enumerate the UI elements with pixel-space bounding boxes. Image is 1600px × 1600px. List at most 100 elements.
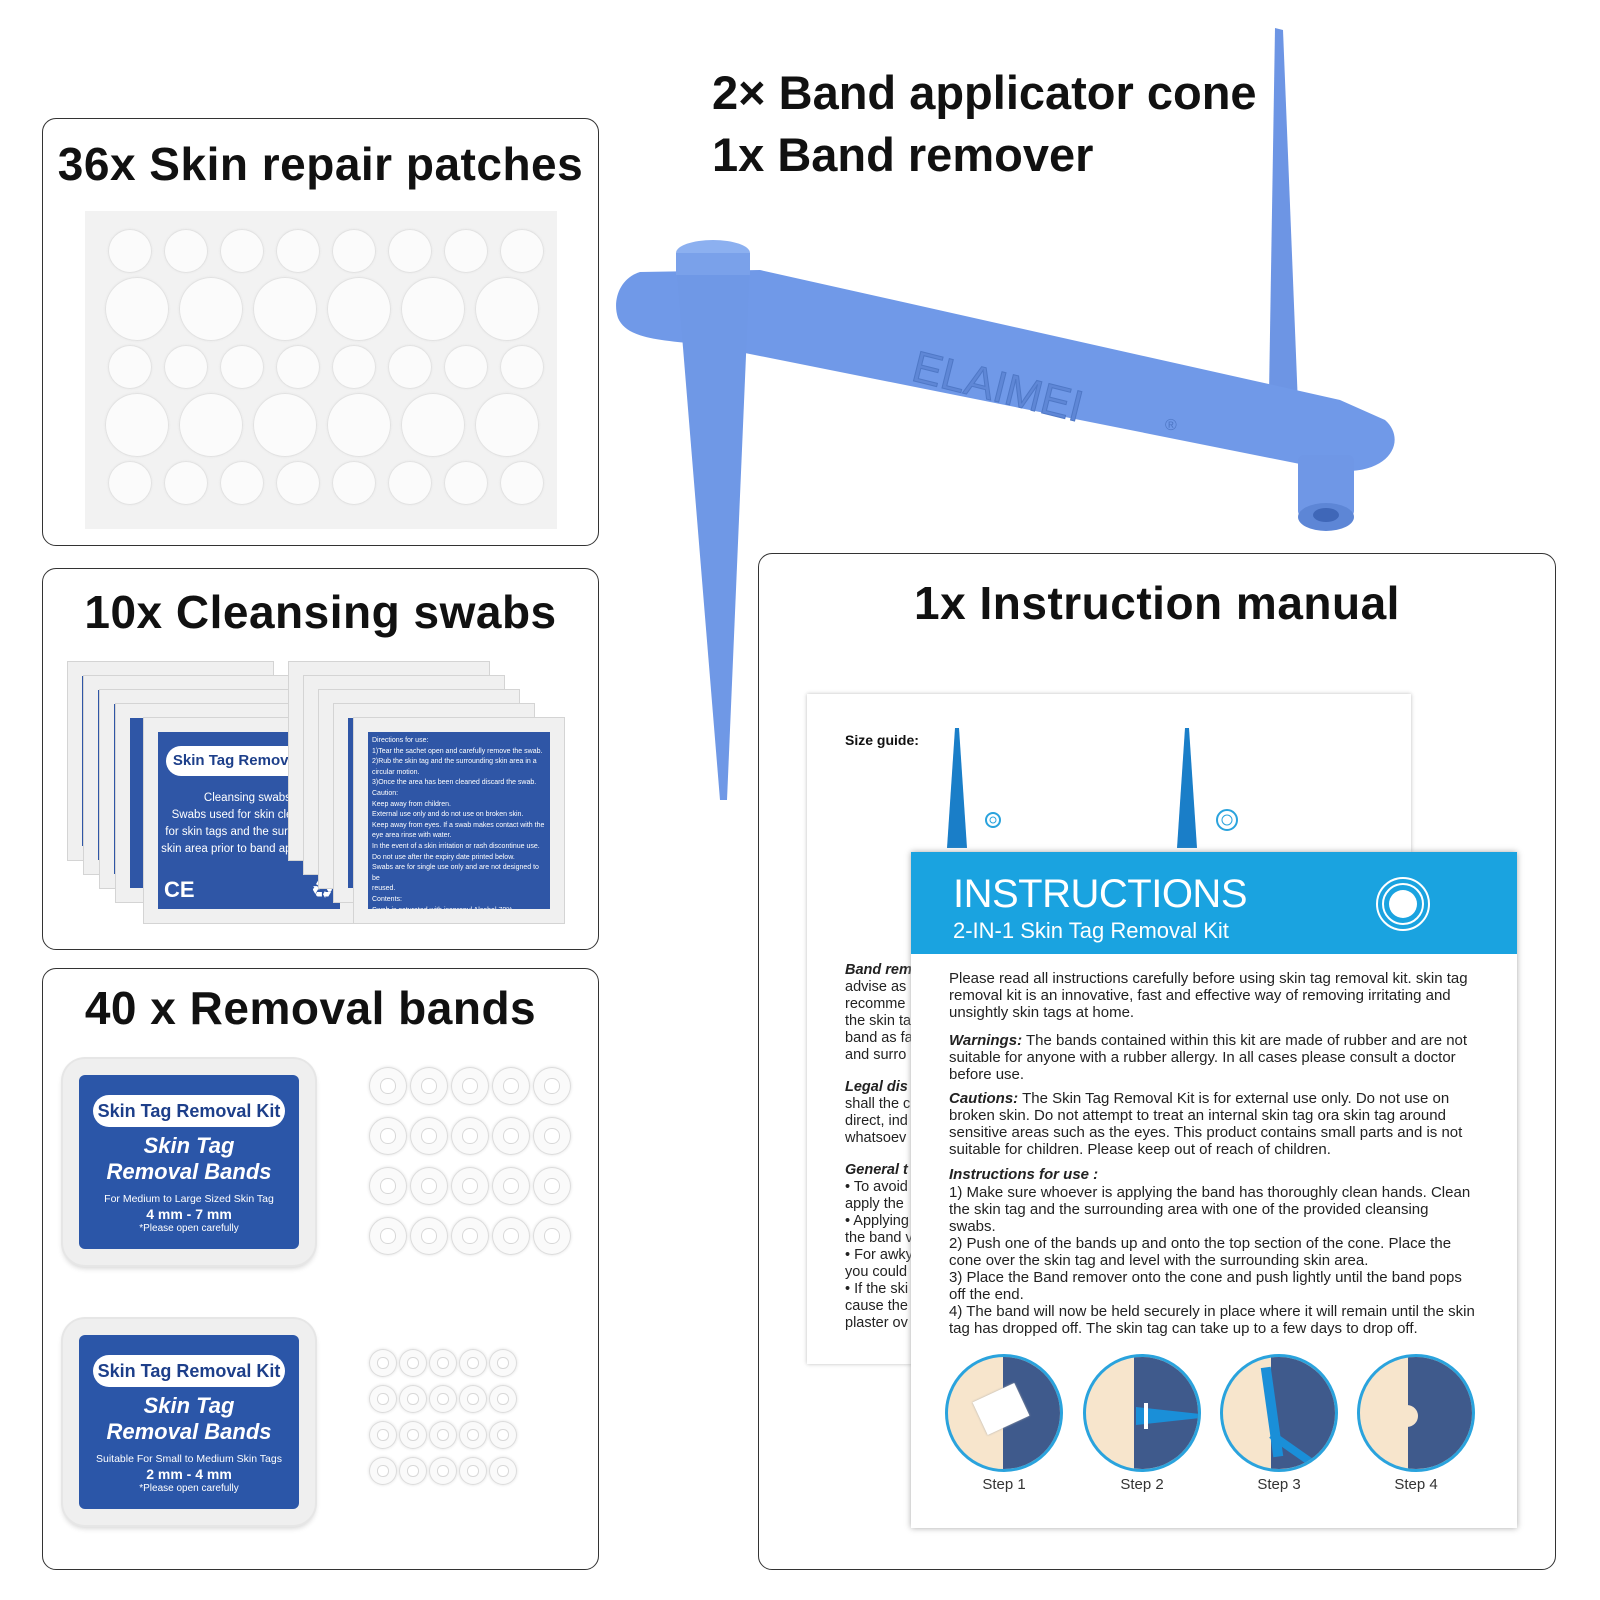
skin-patch [500, 461, 544, 505]
skin-patch [388, 345, 432, 389]
skin-patch [108, 461, 152, 505]
removal-band [429, 1385, 457, 1413]
tools-line-1: 2× Band applicator cone [712, 66, 1257, 119]
swab-desc-1: Cleansing swabs. [203, 792, 295, 804]
warnings-paragraph: Warnings: The bands contained within thi… [949, 1032, 1479, 1083]
skin-patch [327, 393, 391, 457]
use-heading: Instructions for use : [949, 1166, 1099, 1183]
use-step-4: 4) The band will now be held securely in… [949, 1303, 1475, 1337]
manual-title: 1x Instruction manual [914, 577, 1400, 629]
skin-patch [220, 229, 264, 273]
applicator-tool-illustration: ELAIMEI ® [616, 28, 1395, 800]
swab-back-line: 2)Rub the skin tag and the surrounding s… [372, 758, 537, 766]
step-2-illustration [1083, 1354, 1201, 1472]
swab-back-line: eye area rinse with water. [372, 832, 452, 840]
band-box-note: *Please open carefully [139, 1483, 239, 1494]
tools-line-2: 1x Band remover [712, 128, 1094, 181]
step-3-illustration [1220, 1354, 1338, 1472]
cautions-head: Cautions: [949, 1090, 1019, 1107]
use-step-2: 2) Push one of the bands up and onto the… [949, 1235, 1452, 1269]
removal-band [451, 1167, 489, 1205]
manual-back-line: advise as [845, 979, 907, 995]
skin-patch [332, 345, 376, 389]
manual-back-line: • To avoid [845, 1179, 908, 1195]
swabs-panel: 10x Cleansing swabs Skin Tag Removal Kit… [42, 568, 599, 950]
removal-band [429, 1421, 457, 1449]
swab-back-line: Contents: [372, 895, 402, 903]
manual-back-line: cause the [845, 1298, 908, 1314]
swab-back-line: reused. [372, 885, 396, 893]
cautions-paragraph: Cautions: The Skin Tag Removal Kit is fo… [949, 1090, 1479, 1158]
removal-band [533, 1117, 571, 1155]
skin-patch [276, 229, 320, 273]
skin-patch [444, 345, 488, 389]
removal-band [369, 1349, 397, 1377]
manual-back-line: band as fa [845, 1030, 913, 1046]
band-box-sub: Suitable For Small to Medium Skin Tags [96, 1453, 282, 1465]
swab-back-line: Swabs are for single use only and are no… [372, 864, 539, 882]
concentric-rings-icon [1376, 877, 1430, 931]
size-guide-label: Size guide: [845, 732, 919, 748]
removal-band [399, 1421, 427, 1449]
skin-patch [332, 229, 376, 273]
manual-front-page: INSTRUCTIONS 2-IN-1 Skin Tag Removal Kit… [911, 852, 1517, 1528]
band-box-small: Skin Tag Removal Kit Skin Tag Removal Ba… [63, 1319, 315, 1525]
manual-back-line: you could [845, 1264, 908, 1280]
warnings-head: Warnings: [949, 1032, 1023, 1049]
step-1-label: Step 1 [982, 1476, 1026, 1493]
size-guide-cones [947, 728, 1238, 848]
band-box-size: 2 mm - 4 mm [146, 1466, 232, 1482]
manual-back-line: Legal dis [845, 1079, 908, 1095]
manual-back-line: whatsoev [845, 1130, 907, 1146]
skin-patch [500, 345, 544, 389]
swab-back-line: Swab is saturated with isopropyl Alcohol… [372, 906, 546, 910]
step-2-label: Step 2 [1120, 1476, 1164, 1493]
removal-band [489, 1421, 517, 1449]
swab-back-line: Directions for use: [372, 737, 429, 744]
warnings-text: The bands contained within this kit are … [949, 1032, 1468, 1083]
instructions-heading: INSTRUCTIONS [953, 872, 1248, 916]
skin-patch [108, 229, 152, 273]
manual-back-line: • If the ski [845, 1281, 909, 1297]
swab-back-line: Caution: [372, 789, 399, 797]
use-step-1: 1) Make sure whoever is applying the ban… [949, 1184, 1471, 1235]
manual-back-line: the band v [845, 1230, 913, 1246]
swabs-title: 10x Cleansing swabs [84, 586, 557, 638]
skin-patch [475, 277, 539, 341]
bands-panel: 40 x Removal bands Skin Tag Removal Kit … [42, 968, 599, 1570]
cautions-text: The Skin Tag Removal Kit is for external… [949, 1090, 1463, 1158]
removal-band [369, 1421, 397, 1449]
removal-band [399, 1385, 427, 1413]
skin-patch [108, 345, 152, 389]
bands-title: 40 x Removal bands [84, 982, 537, 1034]
removal-band [459, 1349, 487, 1377]
removal-band [489, 1385, 517, 1413]
band-box-note: *Please open carefully [139, 1223, 239, 1234]
swab-back-line: 1)Tear the sachet open and carefully rem… [372, 747, 543, 755]
removal-band [451, 1067, 489, 1105]
skin-patch [179, 393, 243, 457]
skin-patch [388, 461, 432, 505]
removal-band [429, 1349, 457, 1377]
removal-band [369, 1385, 397, 1413]
kit-label: Skin Tag Removal Kit [93, 1355, 285, 1387]
patches-panel: 36x Skin repair patches [42, 118, 599, 546]
patches-title: 36x Skin repair patches [57, 138, 584, 190]
removal-band [369, 1117, 407, 1155]
skin-patch [164, 345, 208, 389]
removal-band [410, 1217, 448, 1255]
skin-patch [444, 229, 488, 273]
removal-band [459, 1385, 487, 1413]
band-box-title-2: Removal Bands [106, 1419, 272, 1444]
removal-band [533, 1067, 571, 1105]
step-4-illustration [1357, 1354, 1475, 1472]
removal-band [399, 1457, 427, 1485]
removal-band [410, 1167, 448, 1205]
instructions-subheading: 2-IN-1 Skin Tag Removal Kit [953, 918, 1229, 943]
left-cone [676, 262, 750, 800]
removal-band [492, 1067, 530, 1105]
swab-back-line: In the event of a skin irritation or ras… [372, 842, 540, 850]
manual-back-line: shall the c [845, 1096, 911, 1112]
brand-reg: ® [1165, 417, 1177, 434]
use-step-3: 3) Place the Band remover onto the cone … [949, 1269, 1462, 1303]
